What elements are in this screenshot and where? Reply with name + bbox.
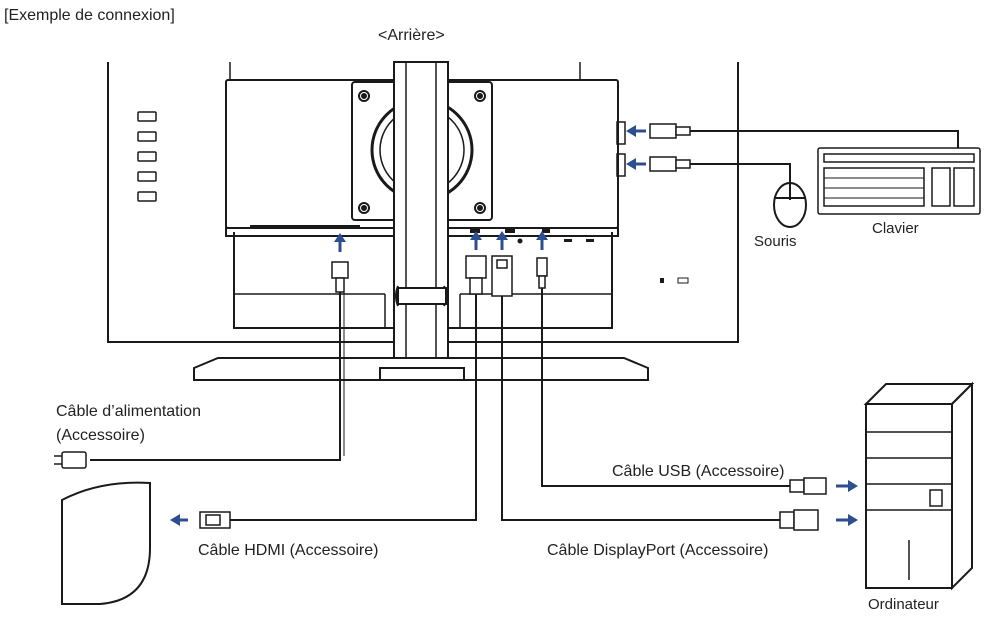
mouse-icon: [773, 182, 807, 228]
computer-tower-icon: [863, 381, 975, 591]
side-buttons: [137, 111, 157, 202]
power-cable-label-2: (Accessoire): [56, 427, 145, 444]
displayport-plug-icon: [491, 255, 513, 297]
keyboard-icon: [817, 147, 981, 215]
usb-km-plugs: [649, 123, 691, 172]
stand: [193, 61, 649, 381]
power-plug-end-icon: [54, 451, 87, 469]
power-plug-icon: [331, 261, 349, 293]
diagram-title: [Exemple de connexion]: [4, 7, 175, 24]
mouse-label: Souris: [754, 233, 797, 250]
usb-cable-label: Câble USB (Accessoire): [612, 463, 785, 480]
hdmi-end-icon: [199, 511, 231, 529]
port-arrows: [334, 231, 548, 252]
usb-plug-icon: [536, 257, 548, 289]
keyboard-label: Clavier: [872, 220, 919, 237]
computer-label: Ordinateur: [868, 596, 939, 613]
computer-arrows: [836, 480, 858, 526]
port-strip: [250, 225, 689, 284]
usb-end-icon: [789, 477, 827, 495]
left-arrows: [170, 125, 646, 526]
hdmi-cable-label: Câble HDMI (Accessoire): [198, 542, 379, 559]
view-label: <Arrière>: [378, 27, 445, 44]
cables: [90, 130, 959, 521]
hdmi-device: [61, 481, 151, 605]
dp-end-icon: [779, 509, 819, 531]
power-cable-label-1: Câble d’alimentation: [56, 403, 201, 420]
hdmi-plug-icon: [465, 255, 487, 295]
displayport-cable-label: Câble DisplayPort (Accessoire): [547, 542, 769, 559]
